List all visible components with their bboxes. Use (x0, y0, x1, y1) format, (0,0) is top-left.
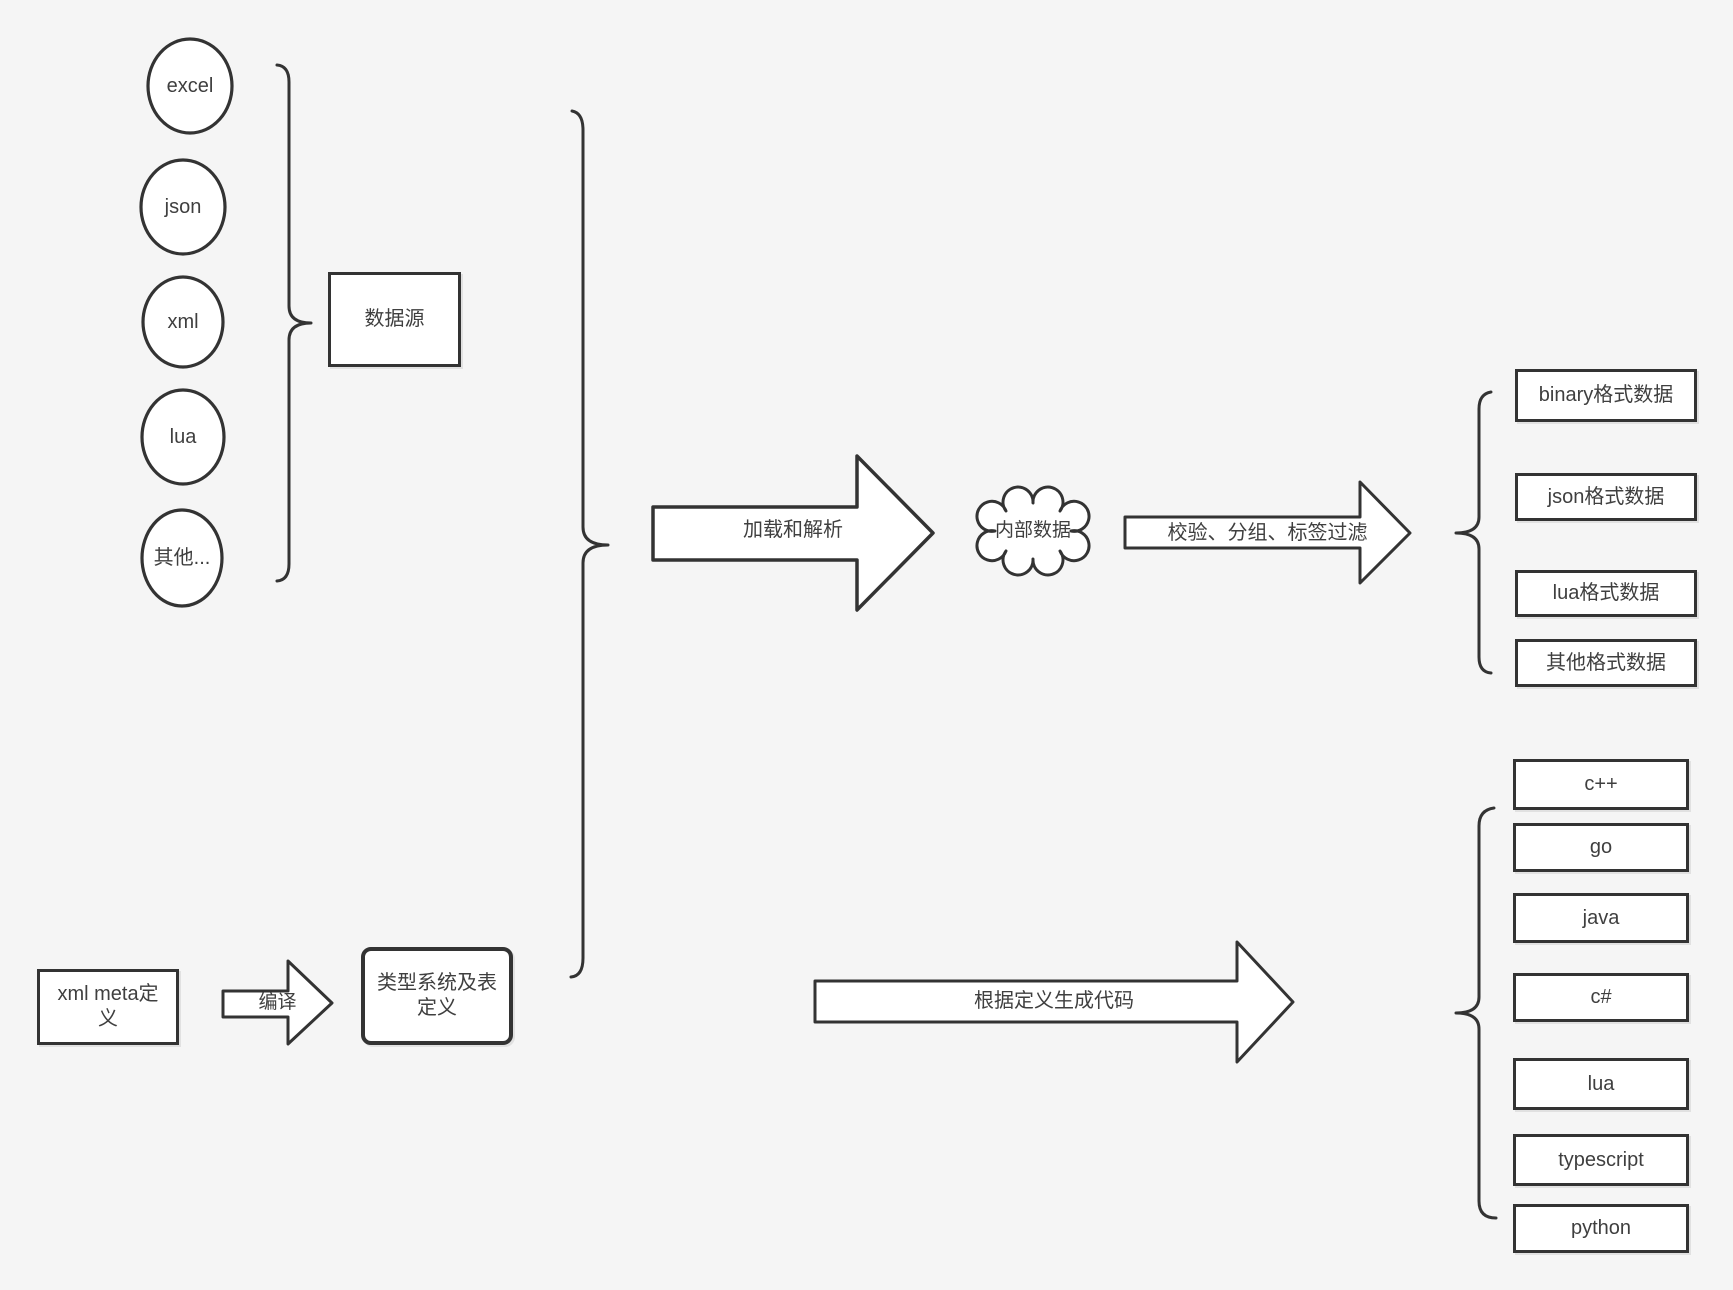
python-box: python (1513, 1204, 1689, 1253)
go-label: go (1589, 836, 1613, 858)
type-system-label: 类型系统及表定义 (377, 972, 497, 1019)
data-source-label: 数据源 (364, 308, 425, 330)
filter-label: 校验、分组、标签过滤 (1167, 521, 1368, 544)
type-system-box: 类型系统及表定义 (361, 947, 513, 1045)
pipeline-input-brace (569, 109, 610, 979)
json-label: json (164, 195, 202, 218)
other-label: 其他... (153, 546, 211, 569)
load-parse-label: 加载和解析 (743, 518, 843, 541)
csharp-label: c# (1590, 986, 1612, 1008)
typescript-box: typescript (1513, 1134, 1689, 1186)
json-format-label: json格式数据 (1547, 485, 1665, 508)
excel-ellipse (146, 37, 234, 135)
lua-ellipse (140, 388, 226, 486)
generate-code-label: 根据定义生成代码 (974, 989, 1134, 1012)
compile-arrow (221, 959, 334, 1046)
lua-format-box: lua格式数据 (1515, 570, 1697, 617)
filter-arrow (1123, 480, 1412, 585)
java-label: java (1582, 906, 1620, 929)
internal-data-label: 内部数据 (994, 520, 1071, 542)
json-format-box: json格式数据 (1515, 473, 1697, 521)
xml-meta-label: xml meta定义 (57, 983, 159, 1030)
data-source-box: 数据源 (328, 272, 461, 367)
java-box: java (1513, 893, 1689, 943)
csharp-box: c# (1513, 973, 1689, 1022)
xml-ellipse (141, 275, 225, 369)
excel-label: excel (166, 74, 214, 97)
json-ellipse (139, 158, 227, 256)
lua-label: lua (169, 425, 197, 448)
go-box: go (1513, 823, 1689, 872)
binary-format-label: binary格式数据 (1538, 384, 1674, 406)
source-group-brace (275, 63, 313, 583)
lua-lang-label: lua (1587, 1072, 1615, 1095)
cpp-label: c++ (1584, 773, 1618, 795)
xml-label: xml (167, 310, 199, 333)
other-format-label: 其他格式数据 (1546, 651, 1666, 674)
data-outputs-brace (1454, 390, 1493, 675)
typescript-label: typescript (1558, 1148, 1644, 1171)
internal-data-cloud (975, 485, 1091, 577)
lua-format-label: lua格式数据 (1552, 582, 1660, 604)
xml-meta-box: xml meta定义 (37, 969, 179, 1045)
python-label: python (1570, 1217, 1632, 1239)
load-parse-arrow (651, 454, 935, 612)
generate-code-arrow (813, 940, 1295, 1064)
lua-lang-box: lua (1513, 1058, 1689, 1110)
code-outputs-brace (1454, 806, 1498, 1220)
compile-label: 编译 (258, 992, 297, 1014)
other-ellipse (140, 508, 224, 608)
other-format-box: 其他格式数据 (1515, 639, 1697, 687)
cpp-box: c++ (1513, 759, 1689, 810)
binary-format-box: binary格式数据 (1515, 369, 1697, 422)
